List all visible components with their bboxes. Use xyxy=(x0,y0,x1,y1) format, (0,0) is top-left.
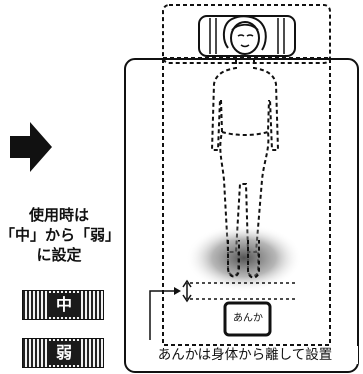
comforter-outline xyxy=(162,57,331,346)
setting-medium-label: 中 xyxy=(47,293,81,317)
instruction-line-3: に設定 xyxy=(36,246,82,264)
instruction-line-2: 「中」から「弱」 xyxy=(0,226,121,244)
person-head xyxy=(222,15,267,55)
caption: あんかは身体から離して設置 xyxy=(132,346,358,364)
setting-medium-indicator: 中 xyxy=(22,290,104,320)
comforter-top-outline xyxy=(162,4,331,64)
heater-label: あんか xyxy=(233,313,263,324)
setting-weak-label: 弱 xyxy=(47,341,81,365)
right-arrow-icon xyxy=(10,122,52,172)
heater-box xyxy=(223,301,272,337)
person-feet xyxy=(227,240,260,279)
setting-weak-indicator: 弱 xyxy=(22,338,104,368)
warmth-glow xyxy=(186,224,302,292)
instruction-line-1: 使用時は xyxy=(28,206,89,224)
distance-indicator xyxy=(149,279,298,340)
